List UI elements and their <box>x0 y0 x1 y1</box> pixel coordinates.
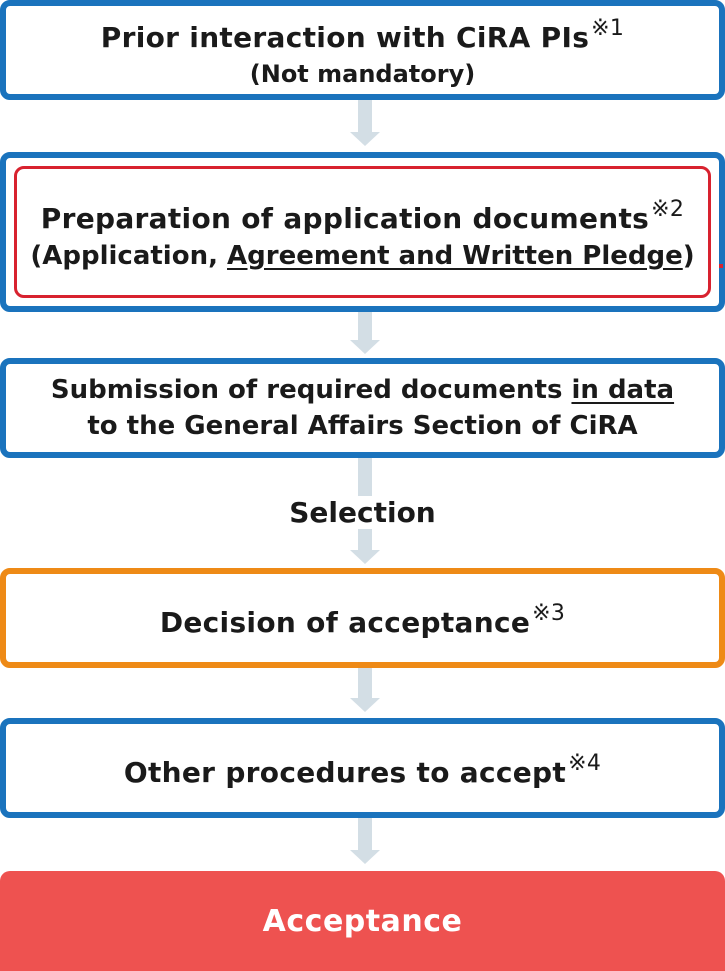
step-acceptance: Acceptance <box>0 871 725 971</box>
note-3: ※3 <box>532 600 566 626</box>
step-3-line-1-prefix: Submission of required documents <box>50 375 572 405</box>
arrow-4 <box>350 668 380 712</box>
step-prior-interaction: Prior interaction with CiRA PIs※1 (Not m… <box>0 0 725 100</box>
step-1-title-line: Prior interaction with CiRA PIs※1 <box>101 10 624 57</box>
step-2-subtitle-prefix: (Application, <box>30 240 228 271</box>
arrow-5 <box>350 818 380 864</box>
note-1: ※1 <box>591 15 625 41</box>
step-2-subtitle-suffix: ) <box>682 240 695 271</box>
step-submission: Submission of required documents in data… <box>0 358 725 458</box>
note-4: ※4 <box>568 750 602 776</box>
step-2-title: Preparation of application documents <box>40 201 650 235</box>
step-5-title: Other procedures to accept <box>123 755 567 789</box>
acceptance-title: Acceptance <box>262 903 463 939</box>
step-decision: Decision of acceptance※3 <box>0 568 725 668</box>
step-3-line-1: Submission of required documents in data <box>51 372 674 408</box>
selection-label-text: Selection <box>283 496 442 529</box>
selection-label: Selection <box>0 495 725 531</box>
step-preparation: Preparation of application documents※2 (… <box>14 166 711 298</box>
step-other-procedures: Other procedures to accept※4 <box>0 718 725 818</box>
step-2-subtitle: (Application, Agreement and Written Pled… <box>30 238 694 274</box>
arrow-2 <box>350 312 380 354</box>
red-mark <box>719 264 723 268</box>
note-2: ※2 <box>651 196 685 222</box>
step-3-line-2: to the General Affairs Section of CiRA <box>87 411 638 441</box>
step-5-title-line: Other procedures to accept※4 <box>124 745 601 792</box>
step-3-line-1-underlined: in data <box>571 375 675 405</box>
step-1-subtitle: (Not mandatory) <box>249 59 476 88</box>
step-4-title-line: Decision of acceptance※3 <box>160 595 565 642</box>
step-1-title: Prior interaction with CiRA PIs <box>100 20 590 54</box>
arrow-1 <box>350 100 380 146</box>
step-4-title: Decision of acceptance <box>159 605 531 639</box>
step-2-subtitle-underlined: Agreement and Written Pledge <box>227 240 683 271</box>
step-2-title-line: Preparation of application documents※2 <box>41 191 684 238</box>
